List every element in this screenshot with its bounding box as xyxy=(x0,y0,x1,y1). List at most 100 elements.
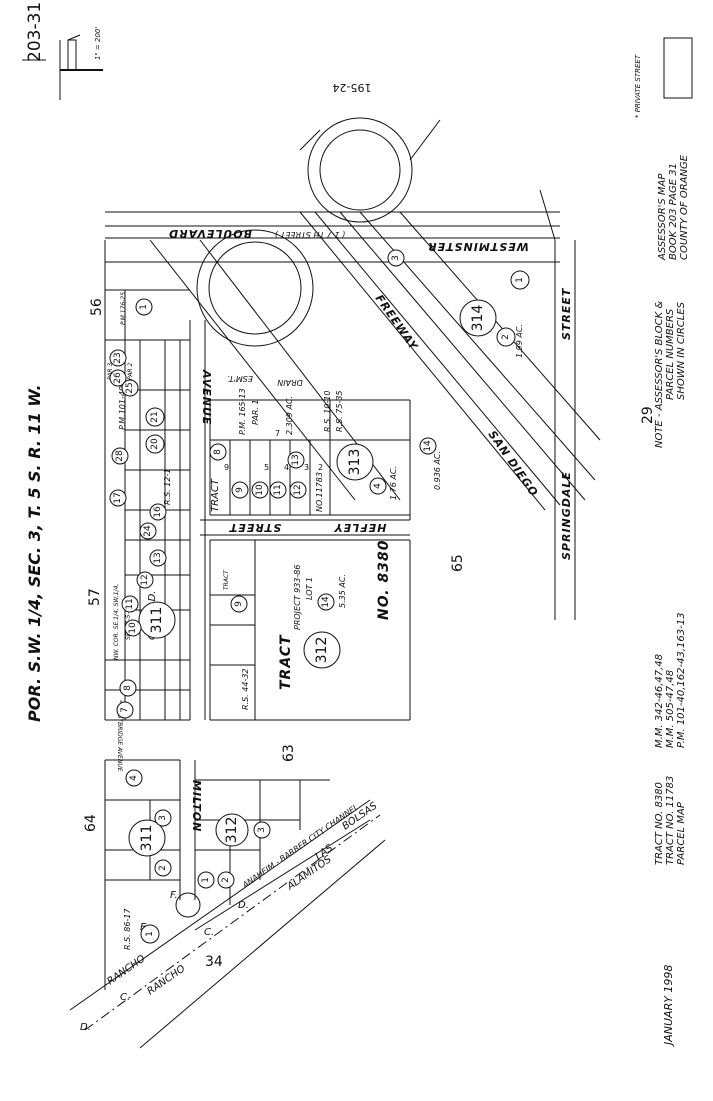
circled-block-311-lower: 311 xyxy=(128,819,166,857)
circled-parcels: 1 2 3 1 26 23 2 5 28 21 20 17 16 24 13 12… xyxy=(109,249,530,944)
section-title: POR. S.W. 1/4, SEC. 3, T. 5 S. R. 11 W. xyxy=(25,384,44,722)
svg-text:24: 24 xyxy=(143,525,153,537)
par3-label: PAR 3 xyxy=(107,363,114,381)
svg-text:12: 12 xyxy=(140,574,150,585)
svg-text:3: 3 xyxy=(391,255,401,261)
svg-text:4: 4 xyxy=(373,483,383,489)
pm10140-label: P.M.101-40 xyxy=(118,386,127,430)
svg-text:8: 8 xyxy=(123,685,133,691)
parcel-circle: 16 xyxy=(149,503,167,521)
parcel-circle: 1 xyxy=(197,871,215,889)
springdale-label: SPRINGDALE xyxy=(560,471,573,560)
north-arrow: 1" = 200' xyxy=(59,27,103,100)
svg-text:311: 311 xyxy=(139,825,155,852)
parcel-circle: 3 xyxy=(387,249,405,267)
svg-text:14: 14 xyxy=(321,596,331,608)
parcel-circle: 9 xyxy=(230,595,248,613)
svg-text:1: 1 xyxy=(201,877,211,883)
parcel-circle: 10 xyxy=(251,481,269,499)
tract-label-2: TRACT xyxy=(210,478,221,512)
parcel-circle: 4 xyxy=(125,769,143,787)
small-num-3: 3 xyxy=(304,463,309,472)
svg-text:2: 2 xyxy=(158,865,168,871)
letter-d-1: D. xyxy=(80,1022,91,1033)
avenue-label: AVENUE xyxy=(200,369,213,425)
drain-label: DRAIN xyxy=(277,378,303,387)
parcel-circle: 13 xyxy=(287,451,305,469)
rancho-label-2: RANCHO xyxy=(145,963,187,997)
footer-tracts: TRACT NO. 8380 TRACT NO. 11783 PARCEL MA… xyxy=(654,613,687,865)
parcel-circle: 21 xyxy=(145,407,165,427)
parcel-circle: 17 xyxy=(109,489,127,507)
hefley-street: HEFLEY STREET xyxy=(200,519,410,536)
svg-text:13: 13 xyxy=(291,454,301,465)
assessor-line-1: ASSESSOR'S MAP xyxy=(657,173,668,261)
svg-text:13: 13 xyxy=(153,552,163,563)
svg-text:10: 10 xyxy=(255,484,265,496)
parcel-circle: 3 xyxy=(154,809,172,827)
tract-line-1: TRACT NO. 8380 xyxy=(654,782,665,865)
svg-text:11: 11 xyxy=(125,598,135,609)
tract-small-label: TRACT xyxy=(223,569,230,590)
par1-label: PAR. 1 xyxy=(251,399,260,425)
letter-c-2: C. xyxy=(204,927,214,938)
project-label: PROJECT 933-86 xyxy=(293,565,302,630)
freeway-loops xyxy=(196,117,441,347)
map-number-header: 203-31 xyxy=(22,2,46,62)
parcel-circle: 13 xyxy=(149,549,167,567)
westbridge-label: * WESTBRIDGE AVENUE xyxy=(116,700,123,772)
parcel-circle: 2 xyxy=(154,859,172,877)
svg-text:8: 8 xyxy=(213,449,223,455)
svg-text:9: 9 xyxy=(235,487,245,493)
private-street-legend: * PRIVATE STREET xyxy=(634,37,693,118)
letter-c-1: C. xyxy=(120,992,130,1003)
rancho-label-1: RANCHO xyxy=(105,953,147,987)
svg-text:9: 9 xyxy=(234,601,244,607)
note-line-1: NOTE - ASSESSOR'S BLOCK & xyxy=(654,301,665,448)
mo11783-label: NO.11783 xyxy=(315,472,324,512)
no8380-label: NO. 8380 xyxy=(376,540,392,620)
parcel-circle: 8 xyxy=(209,443,227,461)
svg-text:311: 311 xyxy=(149,607,165,634)
ref-line-2: M.M. 505-47,48 xyxy=(665,670,676,748)
circled-block-313: 313 xyxy=(336,443,374,481)
svg-text:14: 14 xyxy=(423,440,433,452)
tract-line-2: TRACT NO. 11783 xyxy=(665,776,676,865)
ref-line-3: P.M. 101-40,162-43,163-13 xyxy=(676,613,687,748)
parcel-circle: 11 xyxy=(269,481,287,499)
block-29: 29 xyxy=(640,406,656,424)
san-diego-freeway: FREEWAY SAN DIEGO DRAIN xyxy=(149,211,601,511)
svg-text:7: 7 xyxy=(120,707,130,713)
footer-note: NOTE - ASSESSOR'S BLOCK & PARCEL NUMBERS… xyxy=(654,301,687,448)
parcel-circle: 1 xyxy=(510,270,530,290)
circled-block-312-upper: 312 xyxy=(303,631,341,669)
parcel-circle: 14 xyxy=(419,437,437,455)
svg-text:3: 3 xyxy=(158,815,168,821)
circled-block-314: 314 xyxy=(459,299,497,337)
parcel-circle: 9 xyxy=(231,481,249,499)
tract-line-3: PARCEL MAP xyxy=(676,801,687,865)
svg-text:20: 20 xyxy=(150,438,160,450)
hefley-street-label: STREET xyxy=(228,521,281,534)
ac176-label: 1.76 AC. xyxy=(389,466,398,500)
parcel-circle: 23 xyxy=(109,349,127,367)
parcel-circle: 28 xyxy=(111,447,129,465)
block-34: 34 xyxy=(205,954,223,970)
small-num-5: 5 xyxy=(264,463,269,472)
pm17625-label: P.M.176-25 xyxy=(120,292,127,325)
parcel-circle: 2 xyxy=(217,871,235,889)
lot-label: LOT 1 xyxy=(305,577,314,600)
parcel-circle: 8 xyxy=(119,679,137,697)
block-57: 57 xyxy=(87,588,103,606)
svg-text:314: 314 xyxy=(470,305,486,332)
svg-text:312: 312 xyxy=(314,637,330,664)
date-label: JANUARY 1998 xyxy=(662,965,675,1047)
svg-text:28: 28 xyxy=(115,450,125,462)
small-num-4: 4 xyxy=(284,463,289,472)
parcel-circle: 24 xyxy=(139,522,157,540)
private-street-text: * PRIVATE STREET xyxy=(634,54,642,118)
legend-box xyxy=(663,37,693,99)
ac0936-label: 0.936 AC. xyxy=(433,451,442,490)
svg-text:26: 26 xyxy=(113,372,123,384)
small-num-9: 9 xyxy=(224,463,229,472)
